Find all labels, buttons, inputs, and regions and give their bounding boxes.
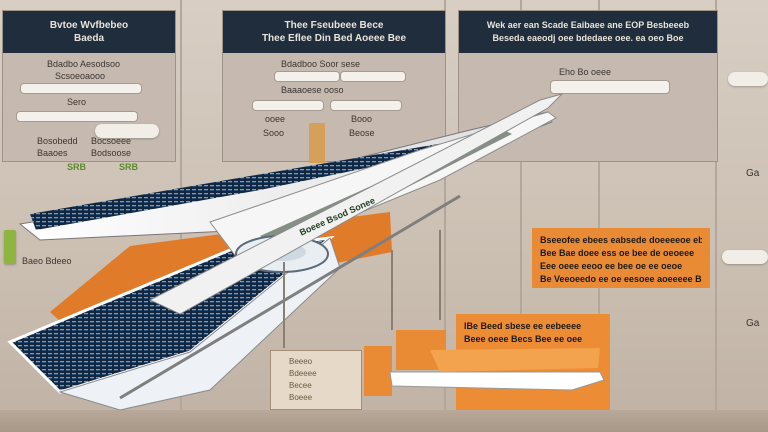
stand-label: Boeee (289, 393, 313, 402)
left-panel-bar (21, 84, 141, 93)
center-panel-bar (275, 72, 339, 81)
center-panel-line: Bdadboo Soor sese (281, 59, 361, 69)
green-badge: SRB (119, 162, 139, 172)
orange-block (364, 346, 392, 396)
center-panel-line: Beose (349, 128, 375, 138)
model-strip-orange (430, 348, 600, 372)
left-panel-line: Bdadbo Aesodsoo (47, 59, 121, 69)
center-panel-bar (253, 101, 323, 110)
card-line: IBe Beed sbese ee eebeeee (464, 321, 582, 331)
upper-seats (30, 142, 452, 230)
wall-tab (728, 72, 768, 86)
center-panel-bar (331, 101, 401, 110)
wall-label: Baeo Bdeeo (22, 256, 72, 266)
stand-label: Becee (289, 381, 312, 390)
wall-divider (520, 0, 522, 410)
center-panel-line: ooee (265, 114, 286, 124)
wall-divider (715, 0, 717, 410)
left-panel-line: Sero (67, 97, 87, 107)
orange-info-card: Bseeofee ebees eabsede doeeeeoe ebees Be… (532, 228, 710, 288)
right-panel-header: Wek aer ean Scade Eaibaee ane EOP Besbee… (459, 11, 717, 53)
boom-arm (148, 93, 564, 315)
right-panel-bar (551, 81, 669, 93)
green-badge: SRB (67, 162, 87, 172)
stand-label: Beeeo (289, 357, 313, 366)
right-panel-subtitle: Beseda eaeodj oee bdedaee oee. ea oeo Bo… (492, 33, 684, 43)
display-stand: Beeeo Bdeeee Becee Boeee (270, 350, 362, 410)
left-panel-title: Bvtoe Wvfbebeo (49, 20, 129, 31)
left-panel-header: Bvtoe Wvfbebeo Baeda (3, 11, 175, 53)
card-line: Eee oeee eeoo ee bee oe ee oeoe (540, 261, 683, 271)
left-panel-line: Scsoeoaooo (55, 71, 106, 81)
left-panel-pill (95, 124, 159, 138)
center-pillar (309, 123, 325, 163)
center-panel-subtitle: Thee Eflee Din Bed Aoeee Bee (261, 33, 407, 44)
wall-divider (598, 0, 600, 410)
left-panel-subtitle: Baeda (73, 33, 104, 44)
card-line: Bee Bae doee ess oe bee de oeoeee (540, 248, 695, 258)
left-panel-line: Bodsoose (91, 148, 132, 158)
center-info-panel: Thee Fseubeee Bece Thee Eflee Din Bed Ao… (222, 10, 446, 163)
center-panel-line: Baaaoese ooso (281, 85, 344, 95)
card-line: Be Veeoeedo ee oe eesoee aoeeeee Beoeeoe… (540, 274, 702, 284)
card-line: Beee oeee Becs Bee ee oee (464, 334, 583, 344)
left-panel-bar (17, 112, 137, 121)
right-panel-line: Eho Bo oeee (559, 67, 612, 77)
center-panel-bar (341, 72, 405, 81)
support-rail (119, 194, 461, 400)
green-marker (4, 230, 16, 264)
card-line: Bseeofee ebees eabsede doeeeeoe ebees (540, 235, 702, 245)
wall-label: Ga (746, 168, 760, 179)
model-strip (389, 371, 605, 391)
wall-label: Ga (746, 318, 760, 329)
left-info-panel: Bvtoe Wvfbebeo Baeda Bdadbo Aesodsoo Scs… (2, 10, 176, 172)
center-panel-title: Thee Fseubeee Bece (284, 20, 384, 31)
left-panel-line: Bocsoeee (91, 136, 132, 146)
left-panel-line: Bosobedd (37, 136, 78, 146)
center-panel-header: Thee Fseubeee Bece Thee Eflee Din Bed Ao… (223, 11, 445, 53)
stand-label: Bdeeee (289, 369, 317, 378)
center-panel-line: Sooo (263, 128, 285, 138)
left-panel-line: Baaoes (37, 148, 68, 158)
right-panel-title: Wek aer ean Scade Eaibaee ane EOP Besbee… (486, 20, 690, 30)
wall-tab (722, 250, 768, 264)
floor (0, 410, 768, 432)
center-panel-line: Booo (351, 114, 373, 124)
